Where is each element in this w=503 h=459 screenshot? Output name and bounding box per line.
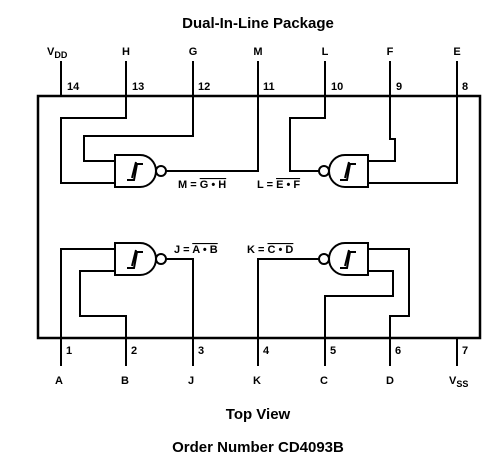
top-pin-labels: VDD H G M L F E [47, 46, 461, 60]
pin-number-7: 7 [462, 345, 468, 357]
wire-pin1-input [60, 248, 115, 338]
wire-pin13-input [60, 96, 127, 184]
pin-label-m: M [253, 46, 262, 58]
diagram-title: Dual-In-Line Package [182, 15, 334, 32]
equation-lhs: K = [247, 244, 267, 256]
top-pin-leads [60, 61, 458, 96]
pin-number-12: 12 [198, 81, 210, 93]
pin-label-a: A [55, 375, 63, 387]
pin-number-8: 8 [462, 81, 468, 93]
equation-rhs: C • D [267, 244, 293, 256]
nand-gate-j [60, 242, 194, 338]
wire-pin8-input [368, 96, 458, 184]
equation-k: K = C • D [247, 244, 293, 256]
pin-label-e: E [453, 46, 460, 58]
pin-number-10: 10 [331, 81, 343, 93]
equation-lhs: M = [178, 179, 200, 191]
pin-number-3: 3 [198, 345, 204, 357]
pin-label-h: H [122, 46, 130, 58]
inverter-bubble [155, 253, 167, 265]
equation-rhs: E • F [276, 179, 300, 191]
equation-j: J = A • B [174, 244, 218, 256]
pin-label-j: J [188, 375, 194, 387]
pin-number-11: 11 [263, 81, 275, 93]
wire-pin5-input [324, 270, 394, 338]
bottom-pin-labels: A B J K C D VSS [55, 375, 468, 389]
schmitt-trigger-icon [340, 161, 356, 181]
pin-number-14: 14 [67, 81, 80, 93]
pin-label-vss: VSS [449, 375, 468, 389]
pin-label-f: F [387, 46, 394, 58]
svg-text:J = A • B: J = A • B [174, 244, 218, 256]
wire-pin6-input [368, 248, 410, 338]
pin-label-c: C [320, 375, 328, 387]
pin-label-b: B [121, 375, 129, 387]
svg-text:L = E • F: L = E • F [257, 179, 300, 191]
top-pin-numbers: 14 13 12 11 10 9 8 [67, 81, 468, 93]
bottom-pin-numbers: 1 2 3 4 5 6 7 [66, 345, 468, 357]
pin-label-l: L [322, 46, 329, 58]
pin-label-vdd: VDD [47, 46, 68, 60]
pin-label-g: G [189, 46, 198, 58]
equation-lhs: J = [174, 244, 192, 256]
pin-number-5: 5 [330, 345, 336, 357]
schmitt-trigger-icon [127, 161, 143, 181]
wire-pin9-input [368, 96, 396, 162]
wire-pin12-input [83, 96, 194, 162]
equation-l: L = E • F [257, 179, 300, 191]
inverter-bubble [318, 253, 330, 265]
wire-pin2-input [79, 270, 127, 338]
svg-text:M = G • H: M = G • H [178, 179, 226, 191]
nand-gate-k [257, 242, 410, 338]
wire-pin3-output [166, 258, 194, 338]
pin-number-1: 1 [66, 345, 72, 357]
wire-pin11-output [166, 96, 259, 172]
equation-lhs: L = [257, 179, 276, 191]
order-number-caption: Order Number CD4093B [172, 439, 344, 456]
equation-rhs: G • H [200, 179, 227, 191]
schmitt-trigger-icon [340, 249, 356, 269]
equation-rhs: A • B [192, 244, 217, 256]
pin-number-6: 6 [395, 345, 401, 357]
pin-number-13: 13 [132, 81, 144, 93]
pin-number-4: 4 [263, 345, 270, 357]
wire-pin10-output [289, 96, 326, 172]
svg-text:K = C • D: K = C • D [247, 244, 293, 256]
view-caption: Top View [226, 406, 291, 423]
inverter-bubble [318, 165, 330, 177]
wire-pin4-output [257, 258, 319, 338]
schmitt-trigger-icon [127, 249, 143, 269]
pin-number-9: 9 [396, 81, 402, 93]
nand-gate-l [289, 96, 458, 188]
bottom-pin-leads [60, 338, 458, 366]
equation-m: M = G • H [178, 179, 226, 191]
pin-label-d: D [386, 375, 394, 387]
inverter-bubble [155, 165, 167, 177]
nand-gate-m [60, 96, 259, 188]
pin-label-k: K [253, 375, 261, 387]
pin-number-2: 2 [131, 345, 137, 357]
